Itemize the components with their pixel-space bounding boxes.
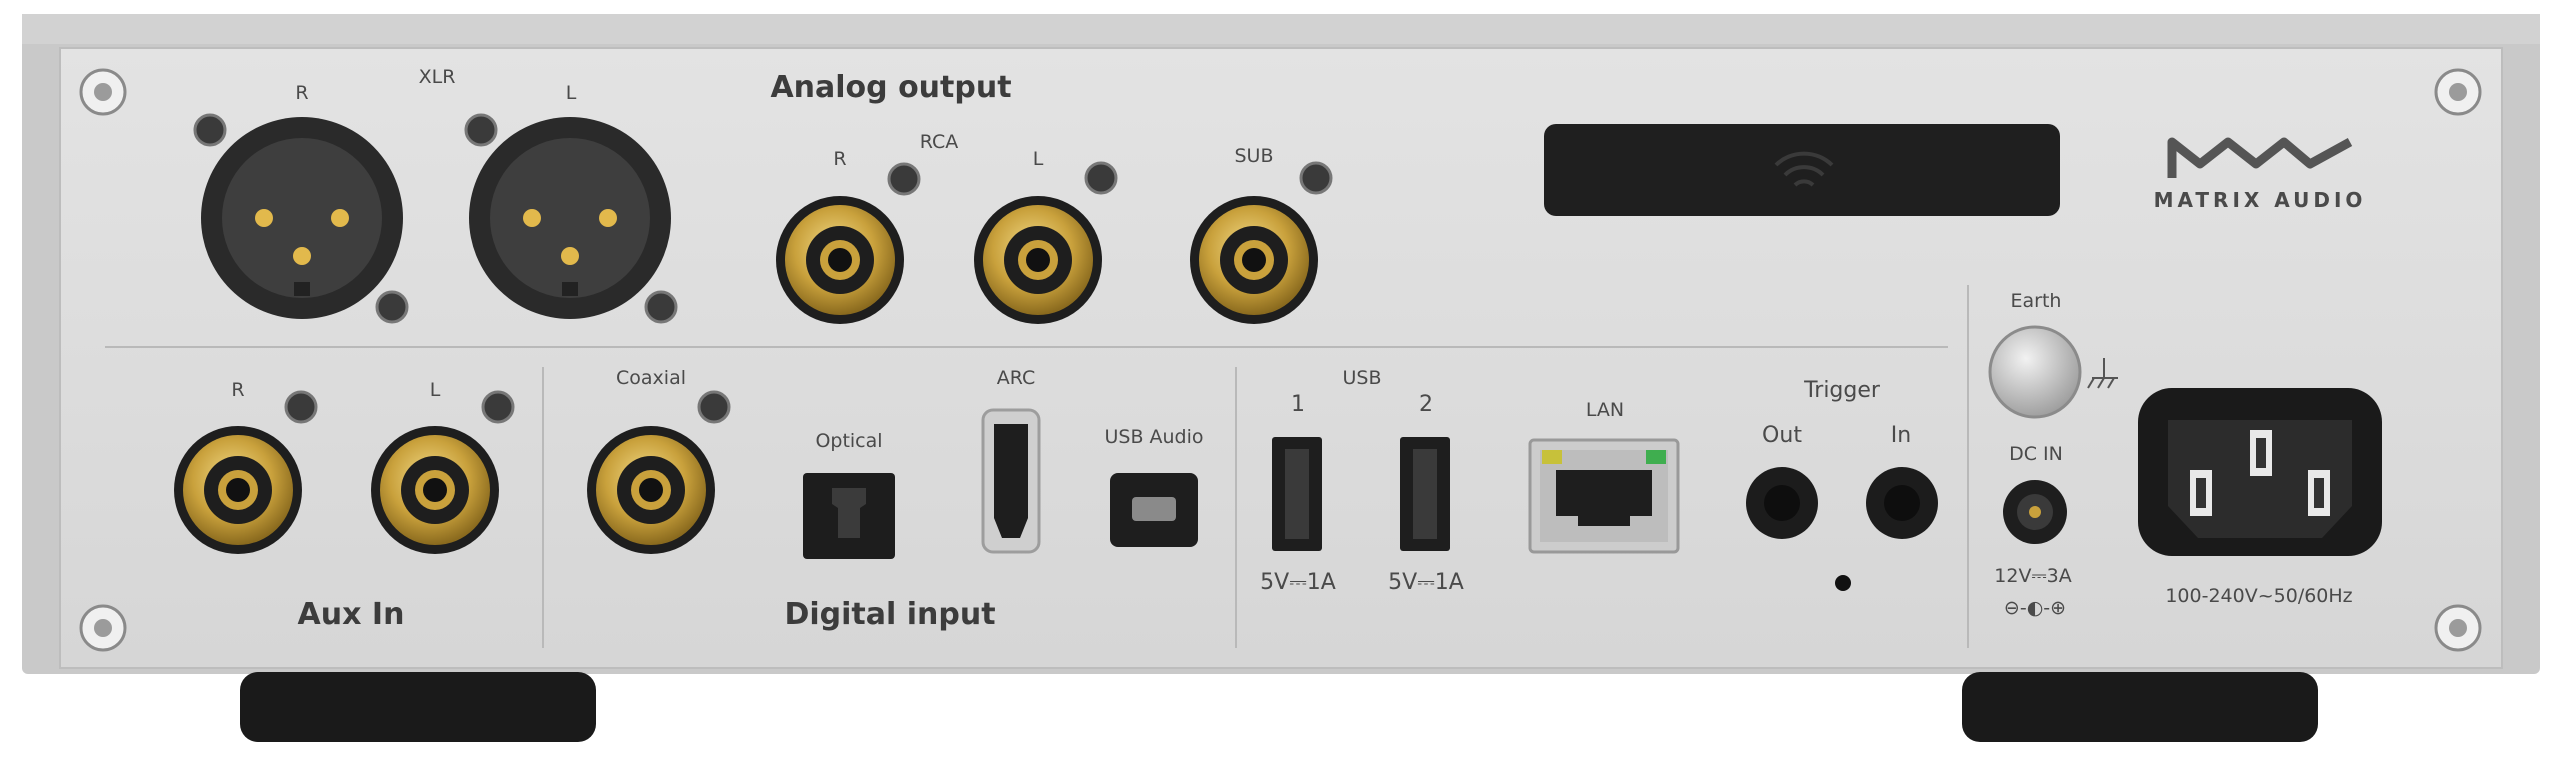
usb-port-2-rating: 5V⎓1A: [1388, 570, 1464, 595]
digital-input-title: Digital input: [784, 597, 996, 632]
matrix-logo: [2167, 137, 2353, 178]
xlr-left-label: L: [565, 82, 577, 104]
sub-label: SUB: [1234, 145, 1274, 167]
wifi-module: [1544, 124, 2060, 216]
wifi-icon: [1774, 151, 1834, 187]
aux-right-label: R: [231, 379, 245, 401]
ground-icon: [2087, 358, 2118, 389]
dc-rating: 12V⎓3A: [1994, 565, 2072, 587]
xlr-right-connector: [201, 117, 403, 319]
earth-label: Earth: [2010, 290, 2062, 312]
rca-label: RCA: [919, 131, 959, 153]
trigger-title: Trigger: [1804, 378, 1880, 403]
foot-left: [240, 672, 596, 742]
usb-port-2-label: 2: [1419, 392, 1433, 417]
aux-in-title: Aux In: [297, 597, 405, 632]
dc-in-label: DC IN: [2009, 443, 2063, 465]
dc-polarity-icon: ⊖-◐-⊕: [2003, 597, 2067, 619]
ac-rating: 100-240V~50/60Hz: [2165, 585, 2353, 607]
foot-right: [1962, 672, 2318, 742]
usb-title: USB: [1342, 367, 1382, 389]
arc-label: ARC: [996, 367, 1036, 389]
lan-label: LAN: [1585, 399, 1625, 421]
optical-label: Optical: [815, 430, 883, 452]
trigger-out-label: Out: [1762, 423, 1802, 448]
rca-jacks: [174, 196, 1318, 554]
xlr-label: XLR: [418, 66, 456, 88]
reset-pinhole: [1835, 575, 1851, 591]
trigger-in-label: In: [1890, 423, 1912, 448]
xlr-right-label: R: [295, 82, 309, 104]
earth-knob: [1988, 325, 2082, 419]
xlr-left-connector: [469, 117, 671, 319]
usb-audio-label: USB Audio: [1104, 426, 1204, 448]
coaxial-label: Coaxial: [616, 367, 686, 389]
brand-name: MATRIX AUDIO: [2153, 188, 2367, 212]
usb-port-1-rating: 5V⎓1A: [1260, 570, 1336, 595]
rca-left-label: L: [1032, 148, 1044, 170]
rca-right-label: R: [833, 148, 847, 170]
usb-port-1-label: 1: [1291, 392, 1305, 417]
aux-left-label: L: [429, 379, 441, 401]
analog-output-title: Analog output: [770, 70, 1012, 105]
